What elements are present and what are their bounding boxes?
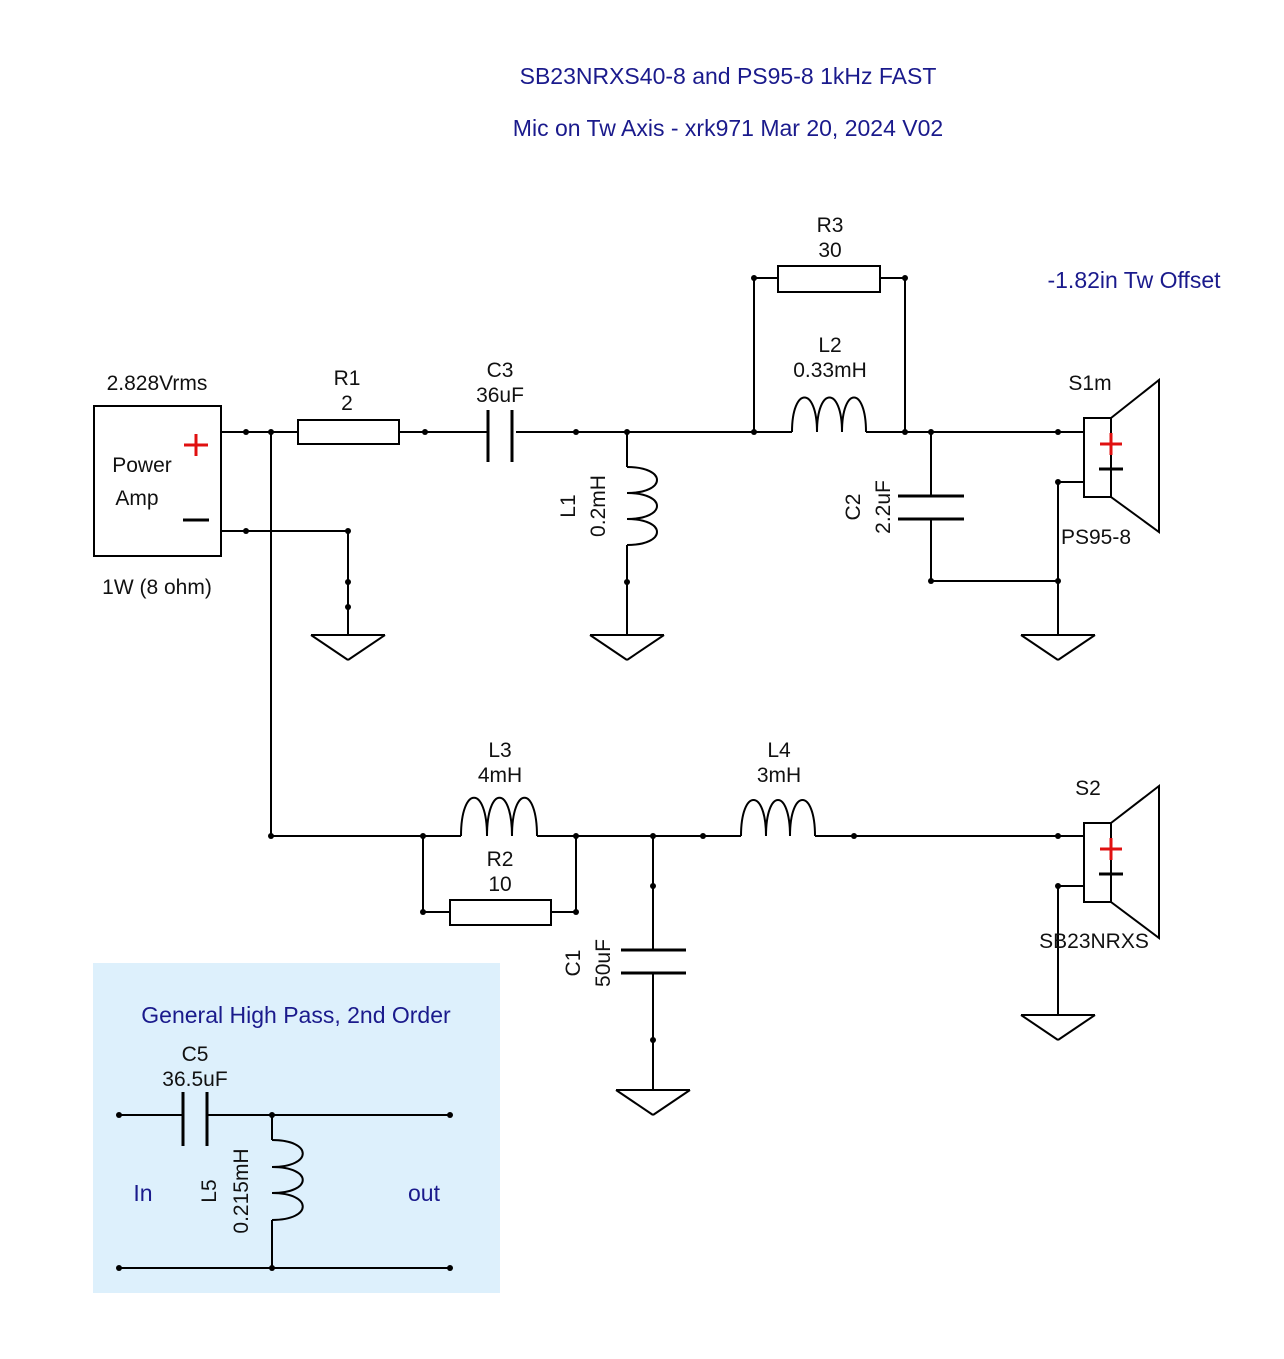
l3-name: L3 <box>488 739 511 762</box>
inductor-l5 <box>271 1139 304 1221</box>
l1-name: L1 <box>557 494 580 517</box>
s1m-name: S1m <box>1068 372 1111 395</box>
speaker-s2 <box>1083 783 1160 940</box>
ground-symbols <box>310 634 1096 1116</box>
r3-name: R3 <box>817 214 844 237</box>
c3-value: 36uF <box>476 384 524 407</box>
source-power: 1W (8 ohm) <box>102 576 212 599</box>
l5-value: 0.215mH <box>230 1148 253 1233</box>
junction-dots <box>116 275 1061 1271</box>
source-voltage: 2.828Vrms <box>107 372 208 395</box>
resistor-r1 <box>297 419 400 445</box>
power-amp-label-2: Amp <box>115 487 158 510</box>
l2-name: L2 <box>818 334 841 357</box>
ground-c1 <box>615 1089 691 1116</box>
inductor-l3 <box>460 796 538 837</box>
inset-out-label: out <box>408 1180 441 1206</box>
l4-value: 3mH <box>757 764 801 787</box>
inset-in-label: In <box>133 1180 152 1206</box>
s2-model: SB23NRXS <box>1039 930 1149 953</box>
capacitor-c1 <box>621 948 686 975</box>
c2-name: C2 <box>842 494 865 521</box>
ground-l1 <box>589 634 665 661</box>
r2-name: R2 <box>487 848 514 871</box>
ground-s2 <box>1020 1014 1096 1041</box>
c3-name: C3 <box>487 359 514 382</box>
power-amp <box>93 405 222 557</box>
r1-name: R1 <box>334 367 361 390</box>
l4-name: L4 <box>767 739 791 762</box>
l3-value: 4mH <box>478 764 522 787</box>
resistor-r2 <box>449 899 552 926</box>
c5-name: C5 <box>182 1043 209 1066</box>
tweeter-offset-note: -1.82in Tw Offset <box>1047 267 1221 293</box>
diagram-title: SB23NRXS40-8 and PS95-8 1kHz FAST <box>520 63 937 89</box>
c2-value: 2.2uF <box>872 480 895 534</box>
inset-panel <box>93 963 500 1293</box>
inset-title: General High Pass, 2nd Order <box>141 1002 451 1028</box>
c5-value: 36.5uF <box>162 1068 227 1091</box>
inductor-l1 <box>626 466 658 546</box>
diagram-subtitle: Mic on Tw Axis - xrk971 Mar 20, 2024 V02 <box>513 115 943 141</box>
s2-name: S2 <box>1075 777 1101 800</box>
capacitor-c3 <box>484 410 514 462</box>
ground-s1m <box>1020 634 1096 661</box>
speaker-s1m <box>1083 377 1160 534</box>
r3-value: 30 <box>818 239 841 262</box>
inductor-l4 <box>740 799 816 837</box>
ground-amp <box>310 634 386 661</box>
inset-wires <box>119 1114 450 1269</box>
c1-name: C1 <box>562 950 585 977</box>
r2-value: 10 <box>488 873 511 896</box>
capacitor-c2 <box>898 494 964 521</box>
power-amp-label: Power <box>112 454 172 477</box>
l2-value: 0.33mH <box>793 359 867 382</box>
c1-value: 50uF <box>592 939 615 987</box>
r1-value: 2 <box>341 392 353 415</box>
resistor-r3 <box>777 265 881 293</box>
l1-value: 0.2mH <box>587 475 610 537</box>
l5-name: L5 <box>198 1179 221 1202</box>
s1m-model: PS95-8 <box>1061 526 1131 549</box>
capacitor-c5 <box>181 1092 209 1146</box>
inductor-l2 <box>791 396 867 433</box>
